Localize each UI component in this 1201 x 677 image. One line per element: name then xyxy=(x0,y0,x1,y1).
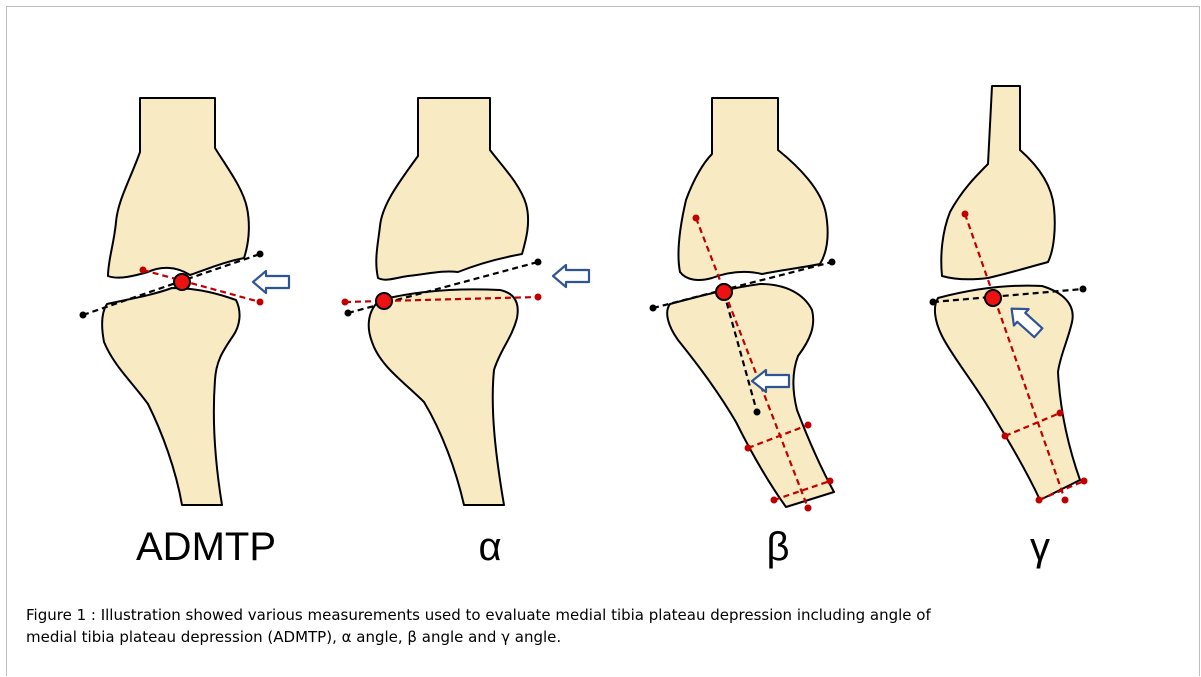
red-endpoint xyxy=(140,267,147,274)
femur-admtp xyxy=(108,98,249,278)
black-endpoint xyxy=(754,409,761,416)
red-endpoint xyxy=(1002,433,1009,440)
red-endpoint xyxy=(745,445,752,452)
panel-alpha: α xyxy=(342,98,590,569)
center-point xyxy=(985,290,1001,306)
indicator-arrow-icon xyxy=(553,265,589,287)
femur-beta xyxy=(678,98,827,280)
red-endpoint xyxy=(257,299,264,306)
black-endpoint xyxy=(345,310,352,317)
red-endpoint xyxy=(1062,497,1069,504)
red-endpoint xyxy=(827,478,834,485)
black-endpoint xyxy=(650,305,657,312)
center-point xyxy=(174,274,190,290)
panel-label: ADMTP xyxy=(136,525,276,569)
red-endpoint xyxy=(342,299,349,306)
femur-gamma xyxy=(941,86,1054,279)
black-endpoint xyxy=(257,251,264,258)
knee-illustration: ADMTP α β xyxy=(0,0,1201,600)
indicator-arrow-icon xyxy=(253,271,289,293)
caption-line-1: Figure 1 : Illustration showed various m… xyxy=(26,606,931,624)
black-endpoint xyxy=(1080,286,1087,293)
black-endpoint xyxy=(535,259,542,266)
red-endpoint xyxy=(1057,410,1064,417)
black-endpoint xyxy=(80,312,87,319)
black-endpoint xyxy=(930,299,937,306)
red-endpoint xyxy=(1081,478,1088,485)
tibia-gamma xyxy=(935,286,1080,500)
femur-alpha xyxy=(376,98,528,280)
center-point xyxy=(376,293,392,309)
figure-caption: Figure 1 : Illustration showed various m… xyxy=(26,604,1166,648)
tibia-alpha xyxy=(369,289,518,505)
panel-gamma: γ xyxy=(930,86,1088,569)
panel-label: β xyxy=(766,525,789,569)
tibia-admtp xyxy=(102,288,240,505)
red-endpoint xyxy=(962,211,969,218)
panel-label: α xyxy=(478,525,501,569)
panel-beta: β xyxy=(650,98,836,569)
center-point xyxy=(716,284,732,300)
red-endpoint xyxy=(693,215,700,222)
black-endpoint xyxy=(829,259,836,266)
panel-label: γ xyxy=(1030,525,1050,569)
red-endpoint xyxy=(771,497,778,504)
caption-line-2: medial tibia plateau depression (ADMTP),… xyxy=(26,628,561,646)
panel-admtp: ADMTP xyxy=(80,98,290,569)
red-endpoint xyxy=(805,505,812,512)
red-endpoint xyxy=(805,422,812,429)
tibia-beta xyxy=(667,284,834,507)
red-endpoint xyxy=(1036,497,1043,504)
red-endpoint xyxy=(535,294,542,301)
